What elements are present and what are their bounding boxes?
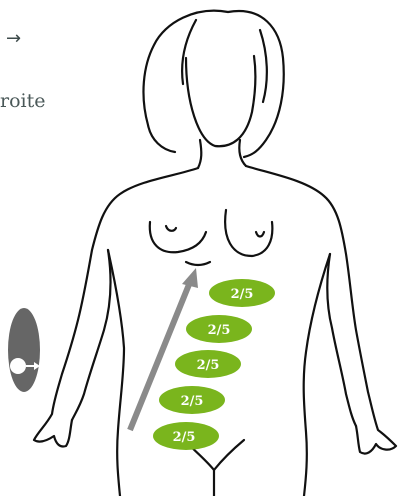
right-inner-arm [327,254,356,426]
nipple-left [166,226,176,231]
progress-badge[interactable]: 2/5 [186,315,252,343]
hair-outline [143,11,283,157]
progress-badge[interactable]: 2/5 [159,386,225,414]
badge-label: 2/5 [173,430,196,445]
badge-label: 2/5 [181,394,204,409]
neck-outline [198,140,246,168]
right-arm-outline [246,166,396,454]
chest-left [150,222,206,252]
ribcage-line [186,262,210,265]
progress-badge[interactable]: 2/5 [175,350,241,378]
circle-arrow-right-icon [8,308,40,392]
progress-badge[interactable]: 2/5 [209,279,275,307]
badge-label: 2/5 [231,287,254,302]
chest-right [225,210,272,256]
left-inner-arm [72,250,111,420]
progress-badge[interactable]: 2/5 [153,422,219,450]
nipple-right [256,232,264,237]
face-outline [186,56,255,146]
badge-label: 2/5 [197,358,220,373]
torso-right [304,254,330,496]
badge-label: 2/5 [208,323,231,338]
